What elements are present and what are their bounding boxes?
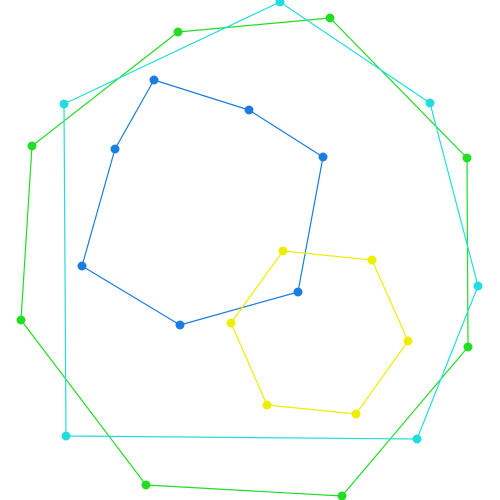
blue-heptagon-vertex-4 bbox=[293, 287, 303, 297]
cyan-hexagon-vertex-5 bbox=[61, 431, 71, 441]
blue-heptagon-vertex-7 bbox=[110, 144, 120, 154]
green-nonagon-vertex-1 bbox=[173, 27, 183, 37]
cyan-hexagon-vertex-4 bbox=[412, 434, 422, 444]
cyan-hexagon-vertex-3 bbox=[473, 281, 483, 291]
yellow-hexagon-vertex-3 bbox=[403, 336, 413, 346]
blue-heptagon-vertex-1 bbox=[149, 75, 159, 85]
green-nonagon-vertex-2 bbox=[325, 13, 335, 23]
cyan-hexagon-vertex-6 bbox=[59, 99, 69, 109]
green-nonagon-vertex-4 bbox=[463, 342, 473, 352]
blue-heptagon-vertex-3 bbox=[318, 152, 328, 162]
green-nonagon-vertex-3 bbox=[462, 153, 472, 163]
cyan-hexagon-vertex-2 bbox=[425, 98, 435, 108]
blue-heptagon-vertex-6 bbox=[77, 261, 87, 271]
cyan-hexagon bbox=[59, 0, 483, 444]
yellow-hexagon-vertex-6 bbox=[226, 318, 236, 328]
green-nonagon-vertex-7 bbox=[16, 315, 26, 325]
blue-heptagon bbox=[77, 75, 328, 330]
green-nonagon-vertex-6 bbox=[141, 480, 151, 490]
blue-heptagon-outline bbox=[81, 79, 324, 326]
cyan-hexagon-vertex-1 bbox=[275, 0, 285, 7]
yellow-hexagon-vertex-5 bbox=[262, 400, 272, 410]
yellow-hexagon-vertex-4 bbox=[351, 409, 361, 419]
yellow-hexagon bbox=[226, 246, 413, 419]
yellow-hexagon-vertex-2 bbox=[367, 255, 377, 265]
blue-heptagon-vertex-5 bbox=[175, 320, 185, 330]
yellow-hexagon-vertex-1 bbox=[278, 246, 288, 256]
polygon-layer bbox=[16, 0, 483, 500]
green-nonagon-vertex-8 bbox=[27, 141, 37, 151]
blue-heptagon-vertex-2 bbox=[244, 105, 254, 115]
green-nonagon-vertex-5 bbox=[337, 491, 347, 500]
green-nonagon bbox=[16, 13, 473, 500]
